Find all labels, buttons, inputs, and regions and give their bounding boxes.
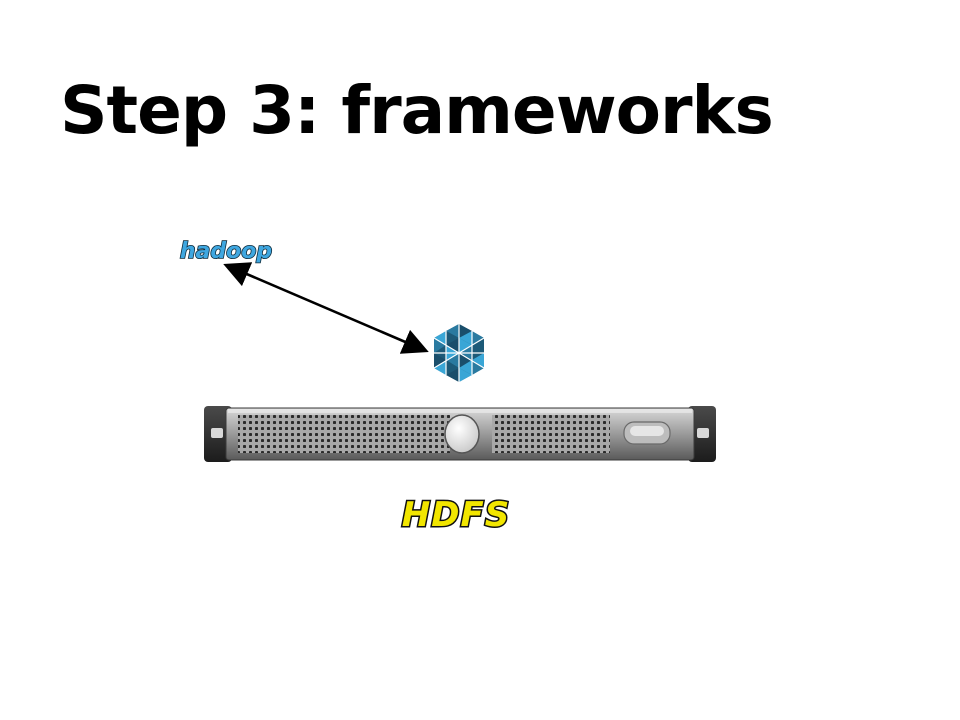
mesos-hexagon-icon [433, 324, 485, 382]
hdfs-logo-text: HDFS [402, 495, 510, 534]
hdfs-logo: HDFS [400, 494, 510, 535]
hadoop-logo-text: hadoop [180, 239, 272, 264]
slide-title: Step 3: frameworks [60, 72, 774, 149]
hadoop-logo: hadoop [179, 238, 273, 265]
rack-server-icon [204, 406, 716, 462]
